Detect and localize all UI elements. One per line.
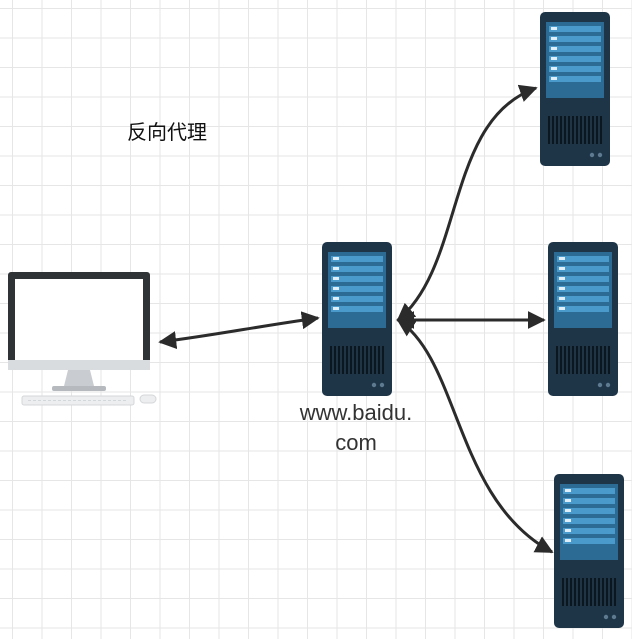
proxy-label-line-1: www.baidu.	[299, 400, 413, 425]
arrow-proxy-server-top	[396, 84, 538, 322]
backend-server-bottom-icon	[554, 474, 624, 628]
backend-server-top-icon	[540, 12, 610, 166]
diagram-title: 反向代理	[127, 120, 207, 144]
client-computer-icon	[8, 272, 157, 406]
proxy-server-icon	[322, 242, 392, 396]
proxy-server-label: www.baidu. com	[276, 398, 436, 458]
backend-server-middle-icon	[548, 242, 618, 396]
arrow-proxy-server-bottom	[396, 318, 554, 554]
proxy-label-line-2: com	[335, 430, 377, 455]
arrow-client-proxy	[158, 311, 320, 350]
